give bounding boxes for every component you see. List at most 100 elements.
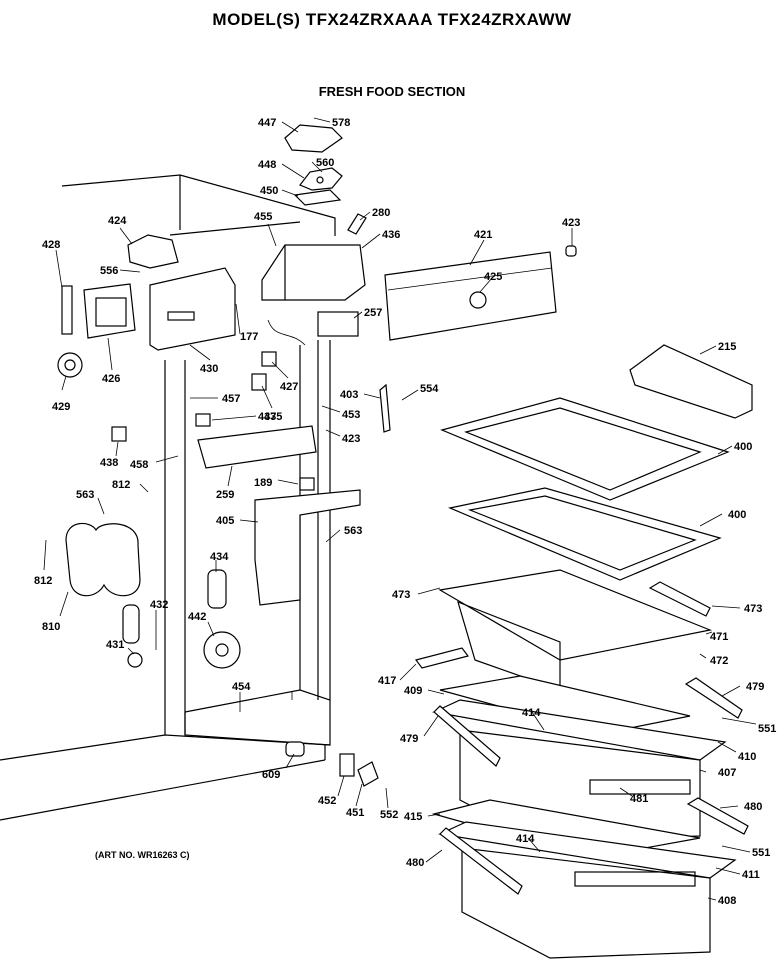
callout-label: 432 [150, 599, 168, 611]
callout-label: 400 [728, 509, 746, 521]
callout-label: 453 [342, 409, 360, 421]
rail-403 [379, 383, 391, 433]
callout-label: 812 [34, 575, 52, 587]
callout-label: 424 [108, 215, 127, 227]
relay-257 [317, 311, 359, 337]
callout-label: 425 [484, 271, 502, 283]
callout-label: 417 [378, 675, 396, 687]
callout-label: 578 [332, 117, 350, 129]
callout-label: 458 [130, 459, 148, 471]
callout-label: 414 [516, 833, 535, 845]
callout-label: 411 [742, 869, 760, 881]
callout-label: 609 [262, 769, 280, 781]
callout-label: 428 [42, 239, 60, 251]
callout-label: 452 [318, 795, 336, 807]
cover-447 [284, 124, 343, 153]
callout-label: 403 [340, 389, 358, 401]
callout-label: 480 [744, 801, 762, 813]
callout-label: 560 [316, 157, 334, 169]
callout-label: 473 [392, 589, 410, 601]
slide-473-right [648, 581, 711, 617]
callout-label: 407 [718, 767, 736, 779]
callout-label: 409 [404, 685, 422, 697]
callout-label: 400 [734, 441, 752, 453]
callout-label: 448 [258, 159, 276, 171]
callout-label: 427 [280, 381, 298, 393]
callout-label: 810 [42, 621, 60, 633]
lamp-423 [565, 245, 577, 257]
callout-label: 551 [752, 847, 770, 859]
callout-label: 442 [188, 611, 206, 623]
hinge-451 [357, 761, 379, 787]
bracket-450 [293, 189, 342, 206]
hinge-452 [339, 753, 355, 777]
callout-label: 457 [222, 393, 240, 405]
guide-405 [254, 489, 361, 606]
heater-810 [65, 522, 141, 597]
cabinet-outline [0, 174, 336, 821]
switch-437 [195, 413, 211, 427]
bulb-431 [127, 652, 143, 668]
drawer-408 [437, 821, 737, 959]
callout-label: 481 [630, 793, 648, 805]
callout-label: 554 [420, 383, 439, 395]
callout-label: 423 [562, 217, 580, 229]
slide-480-left [439, 827, 523, 895]
callout-label: 257 [364, 307, 382, 319]
light-shield-259 [197, 425, 317, 469]
harness-427 [261, 319, 306, 367]
grille-432 [122, 604, 140, 644]
callout-label: 408 [718, 895, 736, 907]
callout-label: 479 [400, 733, 418, 745]
slide-479-right [684, 677, 743, 719]
shelf-400-upper [440, 397, 730, 501]
callout-label: 435 [264, 411, 282, 423]
switch-435 [251, 373, 267, 391]
callout-label: 480 [406, 857, 424, 869]
callout-label: 177 [240, 331, 258, 343]
callout-labels: 447 578 448 560 450 280 455 436 421 423 … [34, 117, 776, 907]
control-panel-421 [384, 251, 557, 341]
callout-label: 450 [260, 185, 278, 197]
housing-448 [299, 167, 343, 191]
shelf-400-lower [448, 487, 722, 581]
slide-417 [414, 647, 470, 669]
fan-442 [203, 631, 241, 669]
callout-label: 215 [718, 341, 736, 353]
callout-label: 414 [522, 707, 541, 719]
leader-lines [43, 117, 757, 901]
callout-label: 280 [372, 207, 390, 219]
sensor-429 [57, 352, 83, 378]
callout-label: 438 [100, 457, 118, 469]
callout-label: 423 [342, 433, 360, 445]
bracket-438 [111, 426, 127, 442]
callout-label: 410 [738, 751, 756, 763]
callout-label: 405 [216, 515, 234, 527]
cover-430 [149, 267, 236, 351]
callout-label: 563 [344, 525, 362, 537]
callout-label: 421 [474, 229, 492, 241]
callout-label: 552 [380, 809, 398, 821]
callout-label: 455 [254, 211, 272, 223]
callout-label: 189 [254, 477, 272, 489]
callout-label: 429 [52, 401, 70, 413]
callout-label: 454 [232, 681, 251, 693]
art-number: (ART NO. WR16263 C) [95, 850, 190, 860]
air-duct-436 [261, 244, 366, 301]
callout-label: 447 [258, 117, 276, 129]
bracket-428 [61, 285, 73, 335]
callout-label: 426 [102, 373, 120, 385]
diagram-title: MODEL(S) TFX24ZRXAAA TFX24ZRXAWW [212, 10, 572, 29]
callout-label: 437 [258, 411, 276, 423]
knob-189 [299, 477, 315, 491]
callout-label: 471 [710, 631, 728, 643]
socket-609 [285, 741, 305, 757]
grille-434 [207, 569, 227, 609]
control-426 [83, 283, 136, 339]
callout-label: 551 [758, 723, 776, 735]
callout-label: 430 [200, 363, 218, 375]
callout-label: 434 [210, 551, 229, 563]
callout-label: 479 [746, 681, 764, 693]
callout-label: 556 [100, 265, 118, 277]
